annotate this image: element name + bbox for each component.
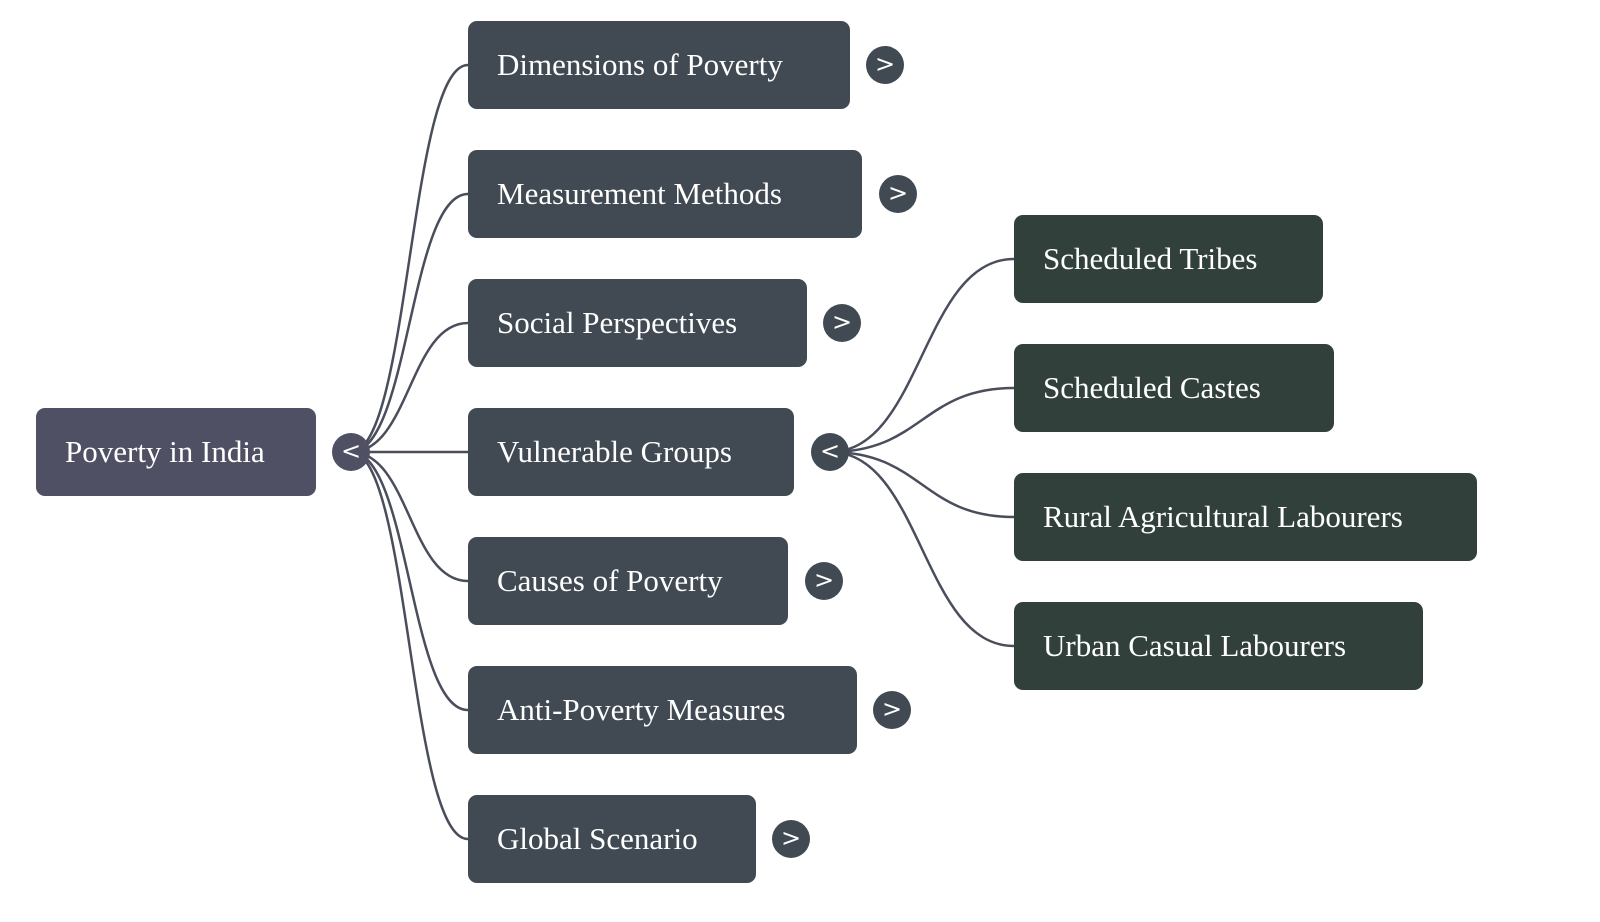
link-measurement-methods (350, 192, 469, 454)
link-global-scenario (350, 450, 469, 841)
leaf-node-scheduled-tribes[interactable]: Scheduled Tribes (1014, 215, 1323, 303)
expand-toggle-causes-of-poverty[interactable]: > (805, 562, 843, 600)
expand-toggle-global-scenario[interactable]: > (772, 820, 810, 858)
collapse-toggle-root[interactable]: < (332, 433, 370, 471)
link-social-perspectives (350, 321, 469, 454)
expand-toggle-measurement-methods[interactable]: > (879, 175, 917, 213)
link-rural-agricultural-labourers (829, 450, 1015, 519)
leaf-node-scheduled-castes[interactable]: Scheduled Castes (1014, 344, 1334, 432)
link-dimensions-of-poverty (350, 63, 469, 454)
branch-node-measurement-methods[interactable]: Measurement Methods (468, 150, 862, 238)
link-scheduled-castes (829, 386, 1015, 454)
link-urban-casual-labourers (829, 450, 1015, 648)
link-scheduled-tribes (829, 257, 1015, 454)
branch-node-global-scenario[interactable]: Global Scenario (468, 795, 756, 883)
branch-node-vulnerable-groups[interactable]: Vulnerable Groups (468, 408, 794, 496)
root-node[interactable]: Poverty in India (36, 408, 316, 496)
link-anti-poverty-measures (350, 450, 469, 712)
collapse-toggle-vulnerable-groups[interactable]: < (811, 433, 849, 471)
expand-toggle-anti-poverty-measures[interactable]: > (873, 691, 911, 729)
leaf-node-urban-casual-labourers[interactable]: Urban Casual Labourers (1014, 602, 1423, 690)
branch-node-causes-of-poverty[interactable]: Causes of Poverty (468, 537, 788, 625)
expand-toggle-social-perspectives[interactable]: > (823, 304, 861, 342)
expand-toggle-dimensions-of-poverty[interactable]: > (866, 46, 904, 84)
branch-node-dimensions-of-poverty[interactable]: Dimensions of Poverty (468, 21, 850, 109)
link-causes-of-poverty (350, 450, 469, 583)
branch-node-anti-poverty-measures[interactable]: Anti-Poverty Measures (468, 666, 857, 754)
branch-node-social-perspectives[interactable]: Social Perspectives (468, 279, 807, 367)
leaf-node-rural-agricultural-labourers[interactable]: Rural Agricultural Labourers (1014, 473, 1477, 561)
